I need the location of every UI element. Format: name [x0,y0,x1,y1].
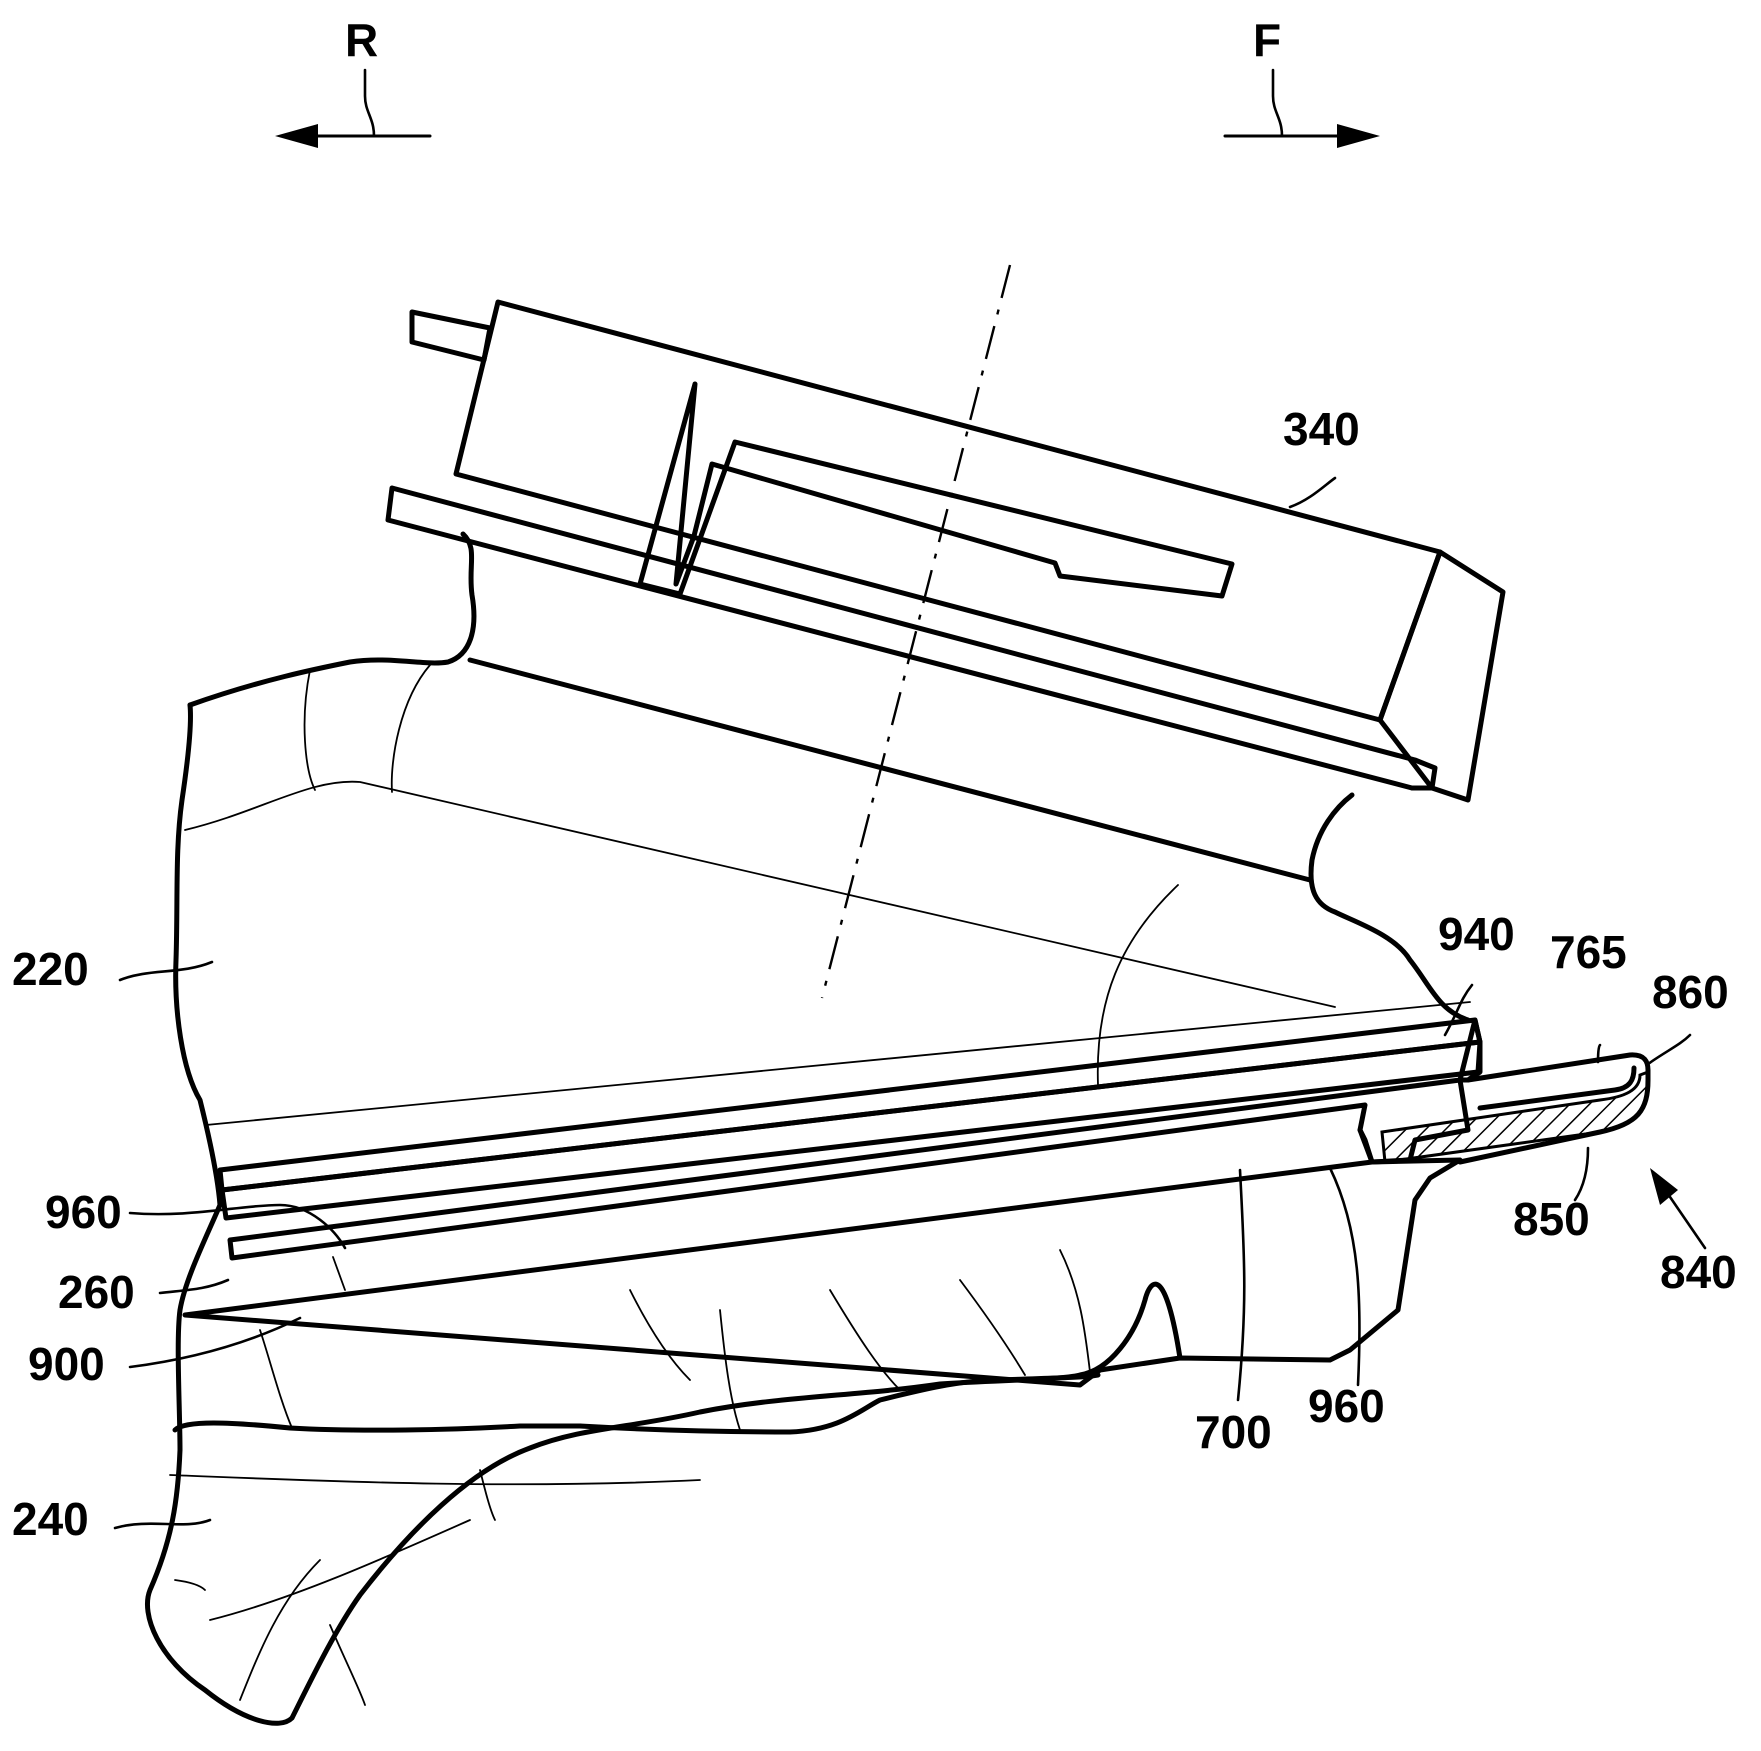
component-220 [173,531,1471,1208]
ref-220: 220 [12,943,89,995]
ref-700: 700 [1195,1406,1272,1458]
center-axis [820,264,1012,999]
leader-lines [113,476,1707,1530]
ref-260: 260 [58,1266,135,1318]
direction-label-rear: R [345,14,378,66]
ref-860: 860 [1652,966,1729,1018]
ref-340: 340 [1283,403,1360,455]
component-340 [385,299,1506,803]
direction-label-front: F [1253,14,1281,66]
ref-765: 765 [1550,926,1627,978]
seal-element-840 [1380,1052,1651,1165]
rail-assembly [182,1001,1483,1388]
direction-arrow-front: F [1223,14,1380,148]
ref-240: 240 [12,1493,89,1545]
ref-850: 850 [1513,1193,1590,1245]
ref-960-left: 960 [45,1186,122,1238]
component-240 [144,1202,1183,1726]
ref-840: 840 [1660,1246,1737,1298]
ref-900: 900 [28,1338,105,1390]
direction-arrow-rear: R [275,14,432,148]
ref-940: 940 [1438,908,1515,960]
ref-960-right: 960 [1308,1380,1385,1432]
